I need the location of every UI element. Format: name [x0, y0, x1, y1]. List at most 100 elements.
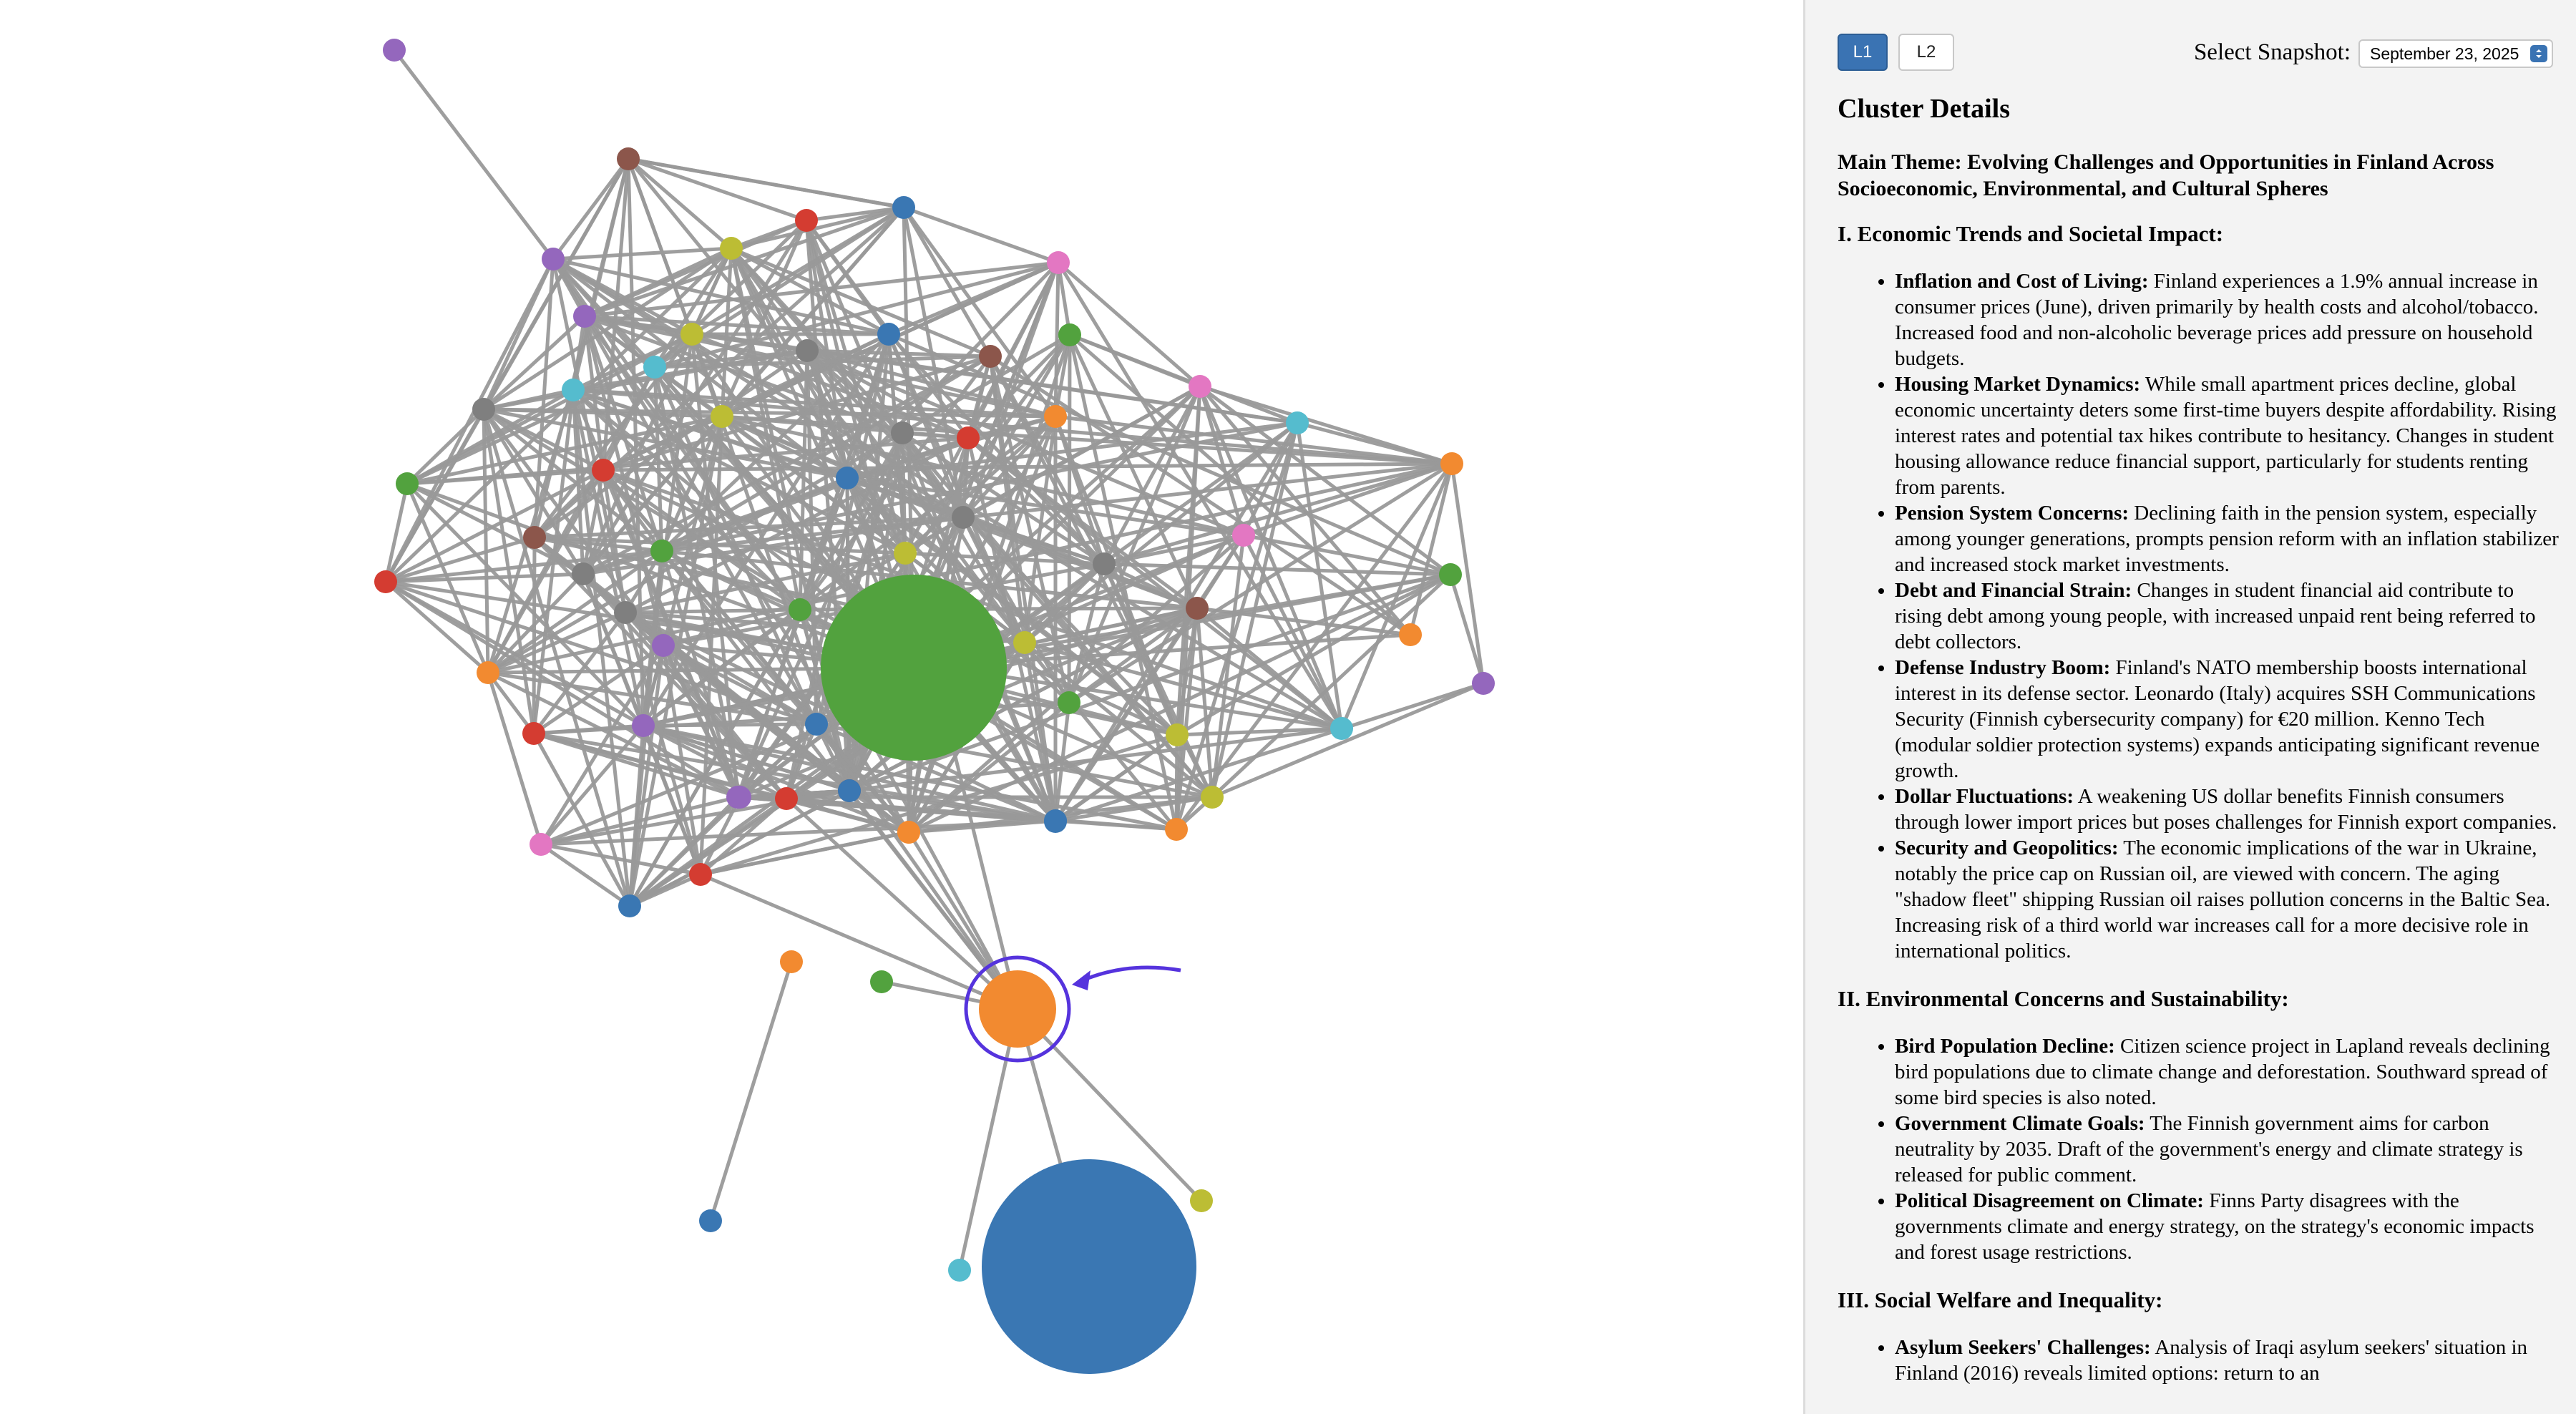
graph-node[interactable]	[897, 821, 920, 844]
graph-node[interactable]	[680, 323, 703, 346]
graph-node[interactable]	[1189, 375, 1211, 398]
snapshot-select[interactable]: September 23, 2025	[2358, 39, 2553, 68]
graph-node[interactable]	[1232, 524, 1255, 547]
graph-node[interactable]	[396, 472, 419, 495]
graph-node[interactable]	[870, 970, 893, 993]
graph-node[interactable]	[1399, 623, 1422, 646]
graph-edge	[1055, 795, 1213, 823]
graph-node[interactable]	[1186, 597, 1209, 620]
graph-node[interactable]	[957, 426, 980, 449]
graph-node[interactable]	[1165, 818, 1188, 841]
graph-node[interactable]	[1440, 452, 1463, 475]
graph-node[interactable]	[1013, 631, 1036, 654]
graph-node-selected[interactable]	[979, 970, 1056, 1048]
graph-node[interactable]	[979, 345, 1002, 368]
graph-node[interactable]	[1201, 786, 1224, 809]
bullet-title: Security and Geopolitics:	[1895, 837, 2119, 859]
graph-edge	[384, 468, 605, 584]
graph-node[interactable]	[892, 196, 915, 219]
graph-edge	[700, 830, 909, 877]
graph-node[interactable]	[789, 598, 811, 621]
graph-node[interactable]	[1190, 1189, 1213, 1212]
graph-node[interactable]	[383, 39, 406, 62]
graph-node[interactable]	[1286, 411, 1309, 434]
graph-edge	[1068, 462, 1453, 705]
level-l2-button[interactable]: L2	[1898, 34, 1954, 71]
graph-node[interactable]	[562, 379, 585, 401]
graph-node[interactable]	[572, 562, 595, 585]
graph-node[interactable]	[1166, 723, 1189, 746]
graph-node[interactable]	[632, 714, 655, 737]
graph-edge	[1199, 385, 1452, 576]
graph-node[interactable]	[952, 506, 975, 529]
graph-node[interactable]	[530, 833, 552, 856]
graph-node[interactable]	[472, 398, 495, 421]
graph-edge	[641, 725, 703, 875]
graph-edge	[482, 408, 663, 552]
level-l1-button[interactable]: L1	[1838, 34, 1888, 71]
graph-node[interactable]	[805, 713, 828, 736]
graph-node[interactable]	[1093, 552, 1116, 575]
graph-node[interactable]	[617, 147, 640, 170]
graph-node[interactable]	[796, 339, 819, 362]
bullet-item: Dollar Fluctuations: A weakening US doll…	[1895, 784, 2560, 835]
graph-node[interactable]	[522, 722, 545, 745]
graph-node[interactable]	[542, 248, 565, 270]
pointer-arrow	[1078, 965, 1181, 984]
graph-edge	[552, 157, 630, 260]
graph-node[interactable]	[1058, 691, 1080, 714]
bullet-text: Finland experiences a 1.9% annual increa…	[1895, 270, 2539, 370]
cluster-graph-panel[interactable]	[0, 0, 1803, 1414]
graph-node[interactable]	[1472, 672, 1495, 695]
bullet-item: Defense Industry Boom: Finland's NATO me…	[1895, 655, 2560, 784]
graph-node[interactable]	[711, 405, 733, 428]
graph-node[interactable]	[894, 542, 917, 565]
graph-node[interactable]	[592, 459, 615, 482]
graph-node[interactable]	[728, 786, 751, 809]
graph-node[interactable]	[699, 1209, 722, 1232]
graph-node[interactable]	[374, 570, 397, 593]
graph-node[interactable]	[836, 467, 859, 489]
graph-node[interactable]	[1330, 717, 1353, 740]
graph-edge	[1297, 421, 1453, 466]
graph-node[interactable]	[618, 894, 641, 917]
graph-node[interactable]	[523, 526, 546, 549]
graph-node[interactable]	[1044, 809, 1067, 832]
graph-edge	[628, 608, 802, 907]
graph-node-large[interactable]	[821, 575, 1007, 761]
graph-edge	[661, 476, 848, 553]
graph-node[interactable]	[643, 356, 666, 379]
graph-node[interactable]	[1044, 405, 1067, 428]
graph-node[interactable]	[720, 237, 743, 260]
graph-node[interactable]	[1439, 563, 1462, 586]
graph-node[interactable]	[780, 950, 803, 973]
graph-node[interactable]	[948, 1259, 971, 1282]
graph-node[interactable]	[689, 863, 712, 886]
graph-edge	[849, 572, 1451, 793]
graph-node[interactable]	[1047, 251, 1070, 274]
bullet-title: Government Climate Goals:	[1895, 1112, 2145, 1135]
graph-edge	[534, 535, 663, 553]
graph-edge	[1295, 422, 1344, 729]
graph-node[interactable]	[775, 787, 798, 810]
graph-node[interactable]	[477, 661, 499, 684]
graph-node[interactable]	[652, 634, 675, 657]
graph-node[interactable]	[795, 209, 818, 232]
graph-node-large[interactable]	[982, 1159, 1196, 1374]
graph-node[interactable]	[838, 779, 861, 802]
graph-edge	[989, 354, 1412, 637]
graph-node[interactable]	[877, 323, 900, 346]
graph-edge	[628, 796, 788, 908]
graph-node[interactable]	[614, 601, 637, 624]
panel-title: Cluster Details	[1838, 94, 2010, 124]
selection-overlay	[964, 955, 1181, 1063]
graph-edge	[540, 819, 1056, 847]
graph-edge	[628, 157, 807, 223]
bullet-text: The Finnish government aims for carbon n…	[1895, 1112, 2523, 1186]
graph-node[interactable]	[573, 305, 596, 328]
graph-nodes[interactable]	[374, 39, 1495, 1374]
graph-node[interactable]	[650, 540, 673, 562]
graph-node[interactable]	[1058, 323, 1081, 346]
graph-node[interactable]	[891, 421, 914, 444]
cluster-network-graph[interactable]	[0, 0, 1803, 1414]
